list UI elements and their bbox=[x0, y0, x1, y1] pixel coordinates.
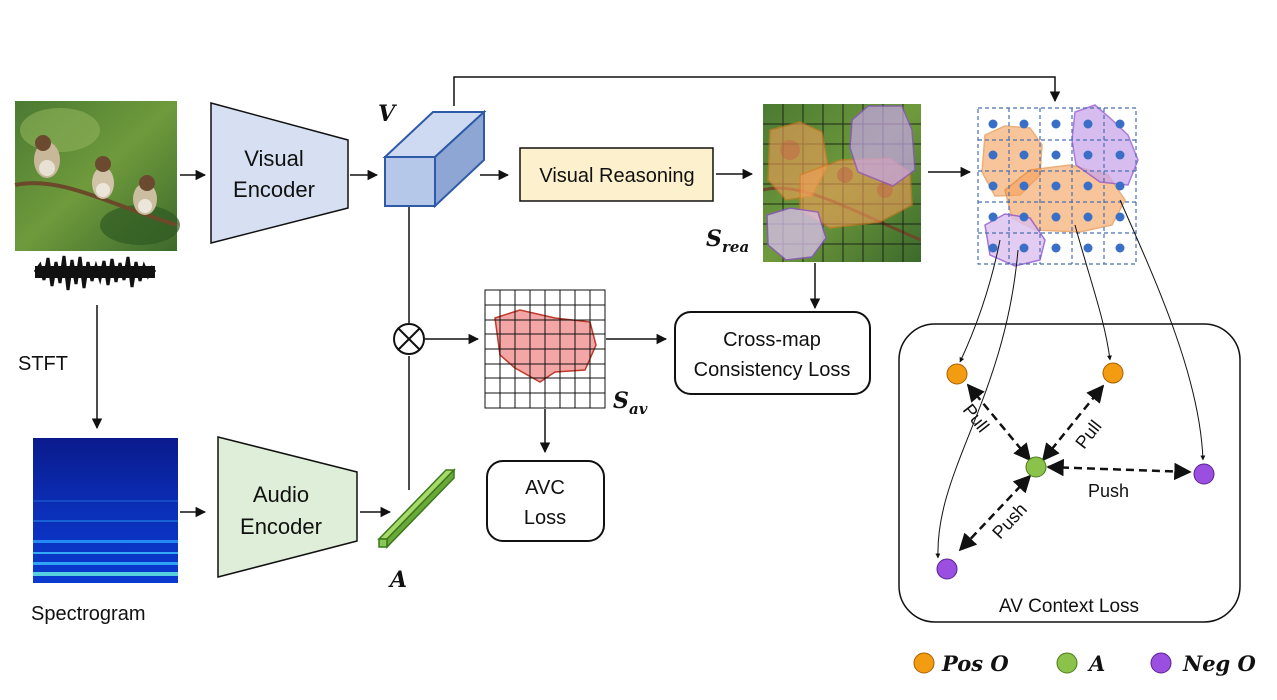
spectrogram-image bbox=[33, 438, 178, 583]
legend-label-pos-object: Pos O bbox=[941, 651, 1009, 676]
v-to-context-grid-arrow bbox=[453, 76, 1061, 106]
visual-encoder-label-line2: Encoder bbox=[233, 177, 315, 202]
avc-loss-label-line1: AVC bbox=[525, 477, 565, 499]
audio-encoder-label-line1: Audio bbox=[253, 482, 309, 507]
av-map-sav bbox=[484, 289, 606, 409]
input-bird-image bbox=[14, 101, 180, 251]
sav-symbol-subscript: av bbox=[629, 400, 648, 418]
pull-edge-right bbox=[1041, 384, 1105, 462]
bird-3 bbox=[133, 175, 157, 215]
legend-item-pos-object: Pos O bbox=[913, 651, 1009, 676]
visual-reasoning-box: Visual Reasoning bbox=[519, 147, 714, 202]
cross-map-loss-label-line1: Cross-map bbox=[723, 329, 821, 351]
push-label-right: Push bbox=[1088, 481, 1129, 501]
audio-encoder-label-line2: Encoder bbox=[240, 514, 322, 539]
object-context-grid bbox=[977, 104, 1139, 267]
v-symbol: V bbox=[378, 101, 397, 127]
stft-label: STFT bbox=[18, 353, 68, 375]
pos-object-node-left bbox=[946, 363, 968, 385]
bird-2 bbox=[92, 156, 114, 199]
bird-1 bbox=[34, 135, 60, 178]
push-edge-right bbox=[1046, 458, 1192, 481]
neg-object-node-bottom bbox=[936, 558, 958, 580]
pull-edge-left bbox=[966, 383, 1032, 462]
neg-object-node-right bbox=[1193, 463, 1215, 485]
legend-item-neg-object: Neg O bbox=[1150, 651, 1257, 676]
legend-label-neg-object: Neg O bbox=[1182, 651, 1257, 676]
spectrogram-label: Spectrogram bbox=[31, 603, 146, 625]
visual-encoder-label-line1: Visual bbox=[244, 146, 304, 171]
push-label-bottom: Push bbox=[988, 499, 1031, 543]
legend-item-audio: A bbox=[1056, 651, 1105, 676]
multiply-operator bbox=[393, 323, 425, 355]
sav-symbol-base: S bbox=[613, 388, 629, 414]
grid-to-context-connectors bbox=[935, 199, 1206, 559]
a-symbol: A bbox=[388, 567, 407, 593]
audio-waveform bbox=[33, 255, 157, 291]
push-edge-bottom bbox=[958, 474, 1032, 552]
legend-swatch-audio bbox=[1056, 652, 1078, 674]
visual-reasoning-label: Visual Reasoning bbox=[539, 165, 694, 187]
srea-symbol-base: S bbox=[706, 226, 722, 252]
visual-encoder: Visual Encoder bbox=[210, 102, 349, 244]
avc-loss-box: AVC Loss bbox=[486, 460, 605, 542]
avc-loss-label-line2: Loss bbox=[524, 507, 566, 529]
visual-feature-cube bbox=[382, 109, 487, 209]
legend-swatch-neg-object bbox=[1150, 652, 1172, 674]
srea-symbol-subscript: rea bbox=[722, 238, 749, 256]
pos-object-node-right bbox=[1102, 362, 1124, 384]
audio-encoder: Audio Encoder bbox=[217, 436, 358, 578]
audio-feature-bar bbox=[377, 468, 456, 549]
audio-anchor-node bbox=[1025, 456, 1047, 478]
av-context-loss-panel: AV Context Loss Pull Pull Push Push bbox=[898, 323, 1241, 623]
legend-label-audio: A bbox=[1087, 651, 1105, 676]
cross-map-loss-label-line2: Consistency Loss bbox=[694, 359, 851, 381]
cross-map-consistency-loss-box: Cross-map Consistency Loss bbox=[674, 311, 871, 395]
legend-swatch-pos-object bbox=[913, 652, 935, 674]
pull-label-left: Pull bbox=[959, 400, 993, 436]
reasoning-map-srea bbox=[763, 104, 921, 262]
pull-label-right: Pull bbox=[1071, 416, 1105, 452]
legend: Pos O A Neg O bbox=[913, 651, 1257, 676]
av-context-loss-label: AV Context Loss bbox=[999, 596, 1139, 617]
